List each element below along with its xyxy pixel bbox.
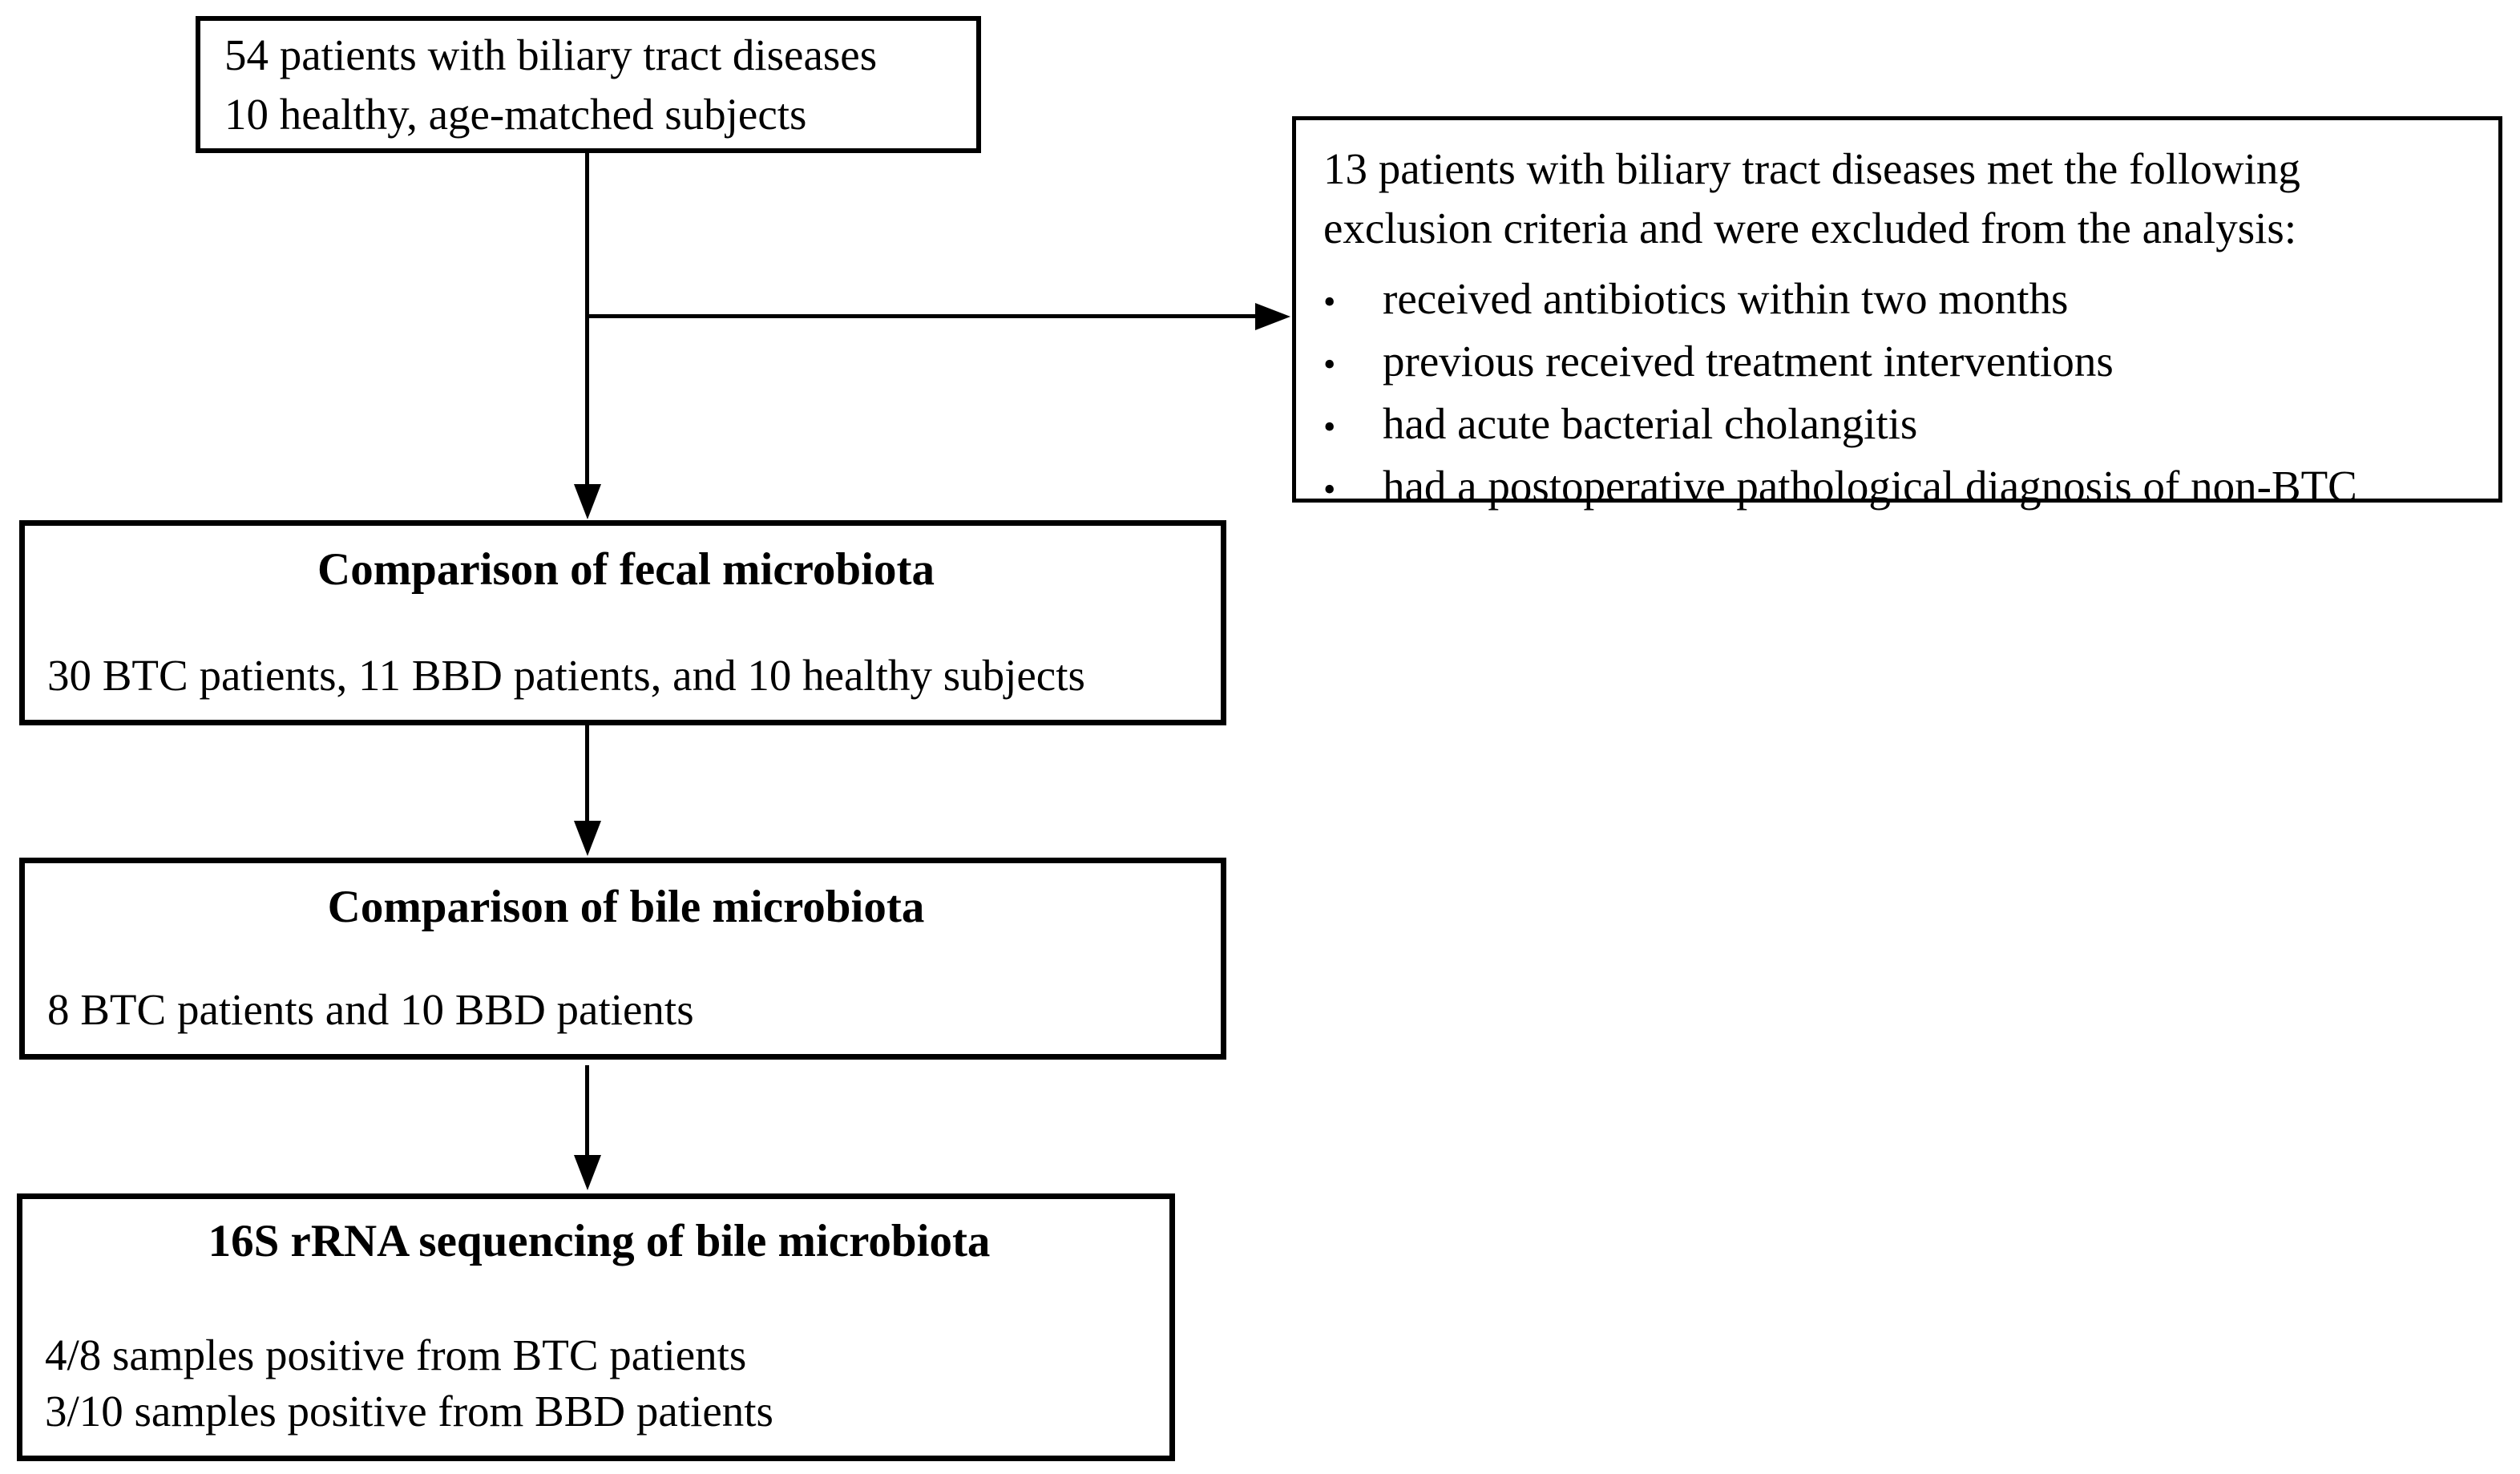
enrollment-line-1: 54 patients with biliary tract diseases [224, 30, 878, 79]
arrow-branch-exclusion-head [1255, 303, 1290, 330]
bile-comparison-box: Comparison of bile microbiota 8 BTC pati… [19, 858, 1226, 1060]
exclusion-box: 13 patients with biliary tract diseases … [1292, 116, 2502, 511]
bile-box-body: 8 BTC patients and 10 BBD patients [47, 985, 694, 1034]
sequencing-body-line-2: 3/10 samples positive from BBD patients [45, 1387, 773, 1436]
exclusion-intro-line-2: exclusion criteria and were excluded fro… [1323, 204, 2297, 252]
sequencing-body-line-1: 4/8 samples positive from BTC patients [45, 1331, 747, 1379]
sequencing-box-title: 16S rRNA sequencing of bile microbiota [208, 1216, 991, 1266]
sequencing-box-body: 4/8 samples positive from BTC patients 3… [45, 1327, 1153, 1440]
sequencing-box: 16S rRNA sequencing of bile microbiota 4… [17, 1193, 1175, 1461]
exclusion-intro-line-1: 13 patients with biliary tract diseases … [1323, 144, 2300, 193]
fecal-comparison-box: Comparison of fecal microbiota 30 BTC pa… [19, 520, 1226, 725]
arrow-bile-to-sequencing-shaft [585, 1065, 589, 1157]
arrow-fecal-to-bile-shaft [585, 725, 589, 822]
arrow-branch-exclusion-shaft [585, 314, 1255, 318]
exclusion-bullet-list: • received antibiotics within two months… [1323, 269, 2474, 519]
fecal-box-title: Comparison of fecal microbiota [317, 544, 935, 595]
exclusion-bullet-4: had a postoperative pathological diagnos… [1383, 462, 2357, 511]
exclusion-bullet-1: received antibiotics within two months [1383, 274, 2069, 323]
bullet-icon: • [1323, 407, 1336, 446]
list-item: • previous received treatment interventi… [1323, 332, 2474, 394]
bullet-icon: • [1323, 345, 1336, 384]
list-item: • had a postoperative pathological diagn… [1323, 457, 2474, 519]
arrow-enrollment-to-fecal-shaft [585, 153, 589, 486]
enrollment-line-2: 10 healthy, age-matched subjects [224, 89, 807, 139]
exclusion-bullet-3: had acute bacterial cholangitis [1383, 399, 1918, 448]
enrollment-box: 54 patients with biliary tract diseases … [196, 16, 981, 153]
bullet-icon: • [1323, 282, 1336, 321]
bullet-icon: • [1323, 470, 1336, 509]
fecal-box-body: 30 BTC patients, 11 BBD patients, and 10… [47, 651, 1085, 700]
bile-box-title: Comparison of bile microbiota [327, 882, 925, 932]
arrow-fecal-to-bile-head [574, 821, 601, 856]
arrow-bile-to-sequencing-head [574, 1155, 601, 1190]
list-item: • received antibiotics within two months [1323, 269, 2474, 332]
arrow-enrollment-to-fecal-head [574, 484, 601, 519]
list-item: • had acute bacterial cholangitis [1323, 394, 2474, 457]
exclusion-bullet-2: previous received treatment intervention… [1383, 337, 2114, 386]
